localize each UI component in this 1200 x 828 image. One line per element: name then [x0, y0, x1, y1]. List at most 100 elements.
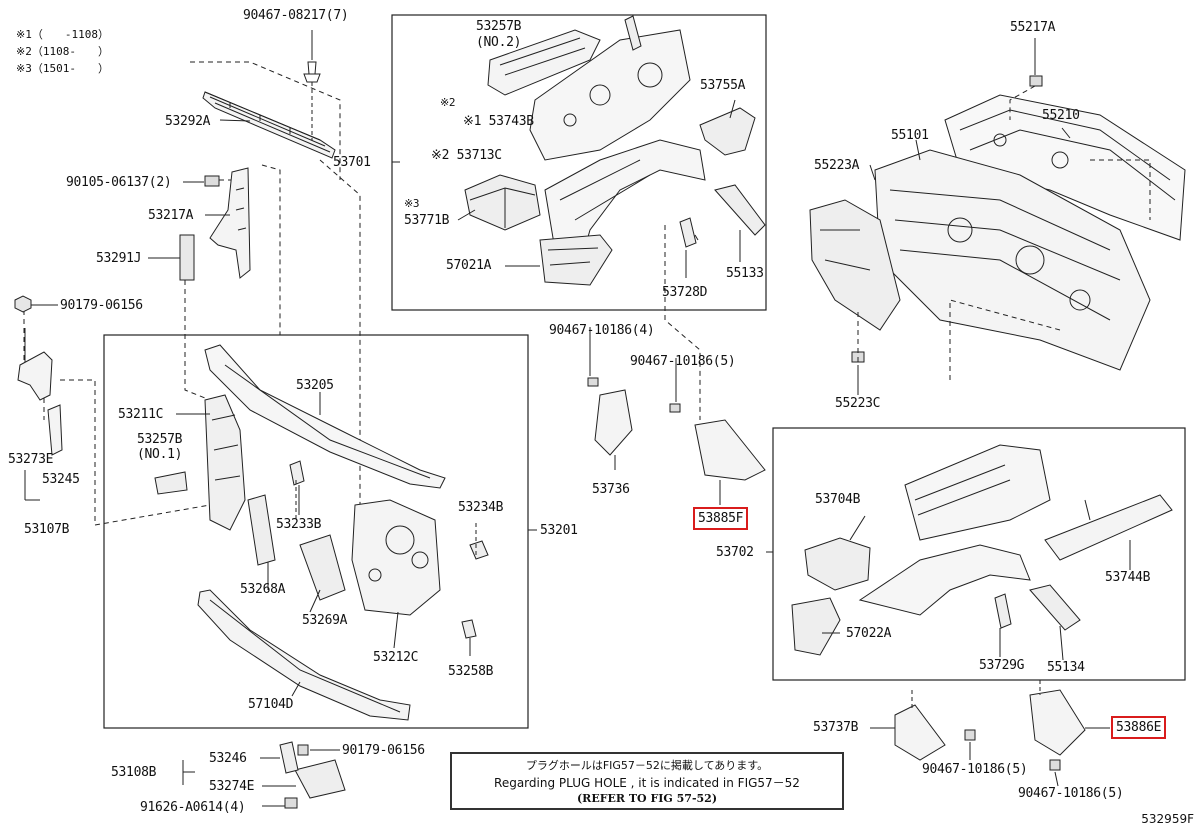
part-53771B-drawing — [464, 174, 541, 231]
part-53292A-drawing — [202, 91, 336, 159]
note-3: ※3（1501- ） — [16, 62, 109, 75]
label-55223A[interactable]: 55223A — [814, 158, 860, 173]
label-53729G[interactable]: 53729G — [979, 658, 1025, 673]
label-53257B-no2[interactable]: 53257B — [476, 19, 522, 34]
bracket-53257B-no1-drawing — [154, 471, 188, 495]
bracket-53274E-drawing — [294, 759, 346, 799]
note-2: ※2（1108- ） — [16, 45, 109, 58]
label-53268A[interactable]: 53268A — [240, 582, 286, 597]
label-53274E[interactable]: 53274E — [209, 779, 255, 794]
part-53702-apron-drawing — [858, 544, 1031, 616]
label-53885F-highlighted[interactable]: 53885F — [692, 507, 749, 530]
label-55223C[interactable]: 55223C — [835, 396, 881, 411]
label-53743B[interactable]: ※1 53743B — [463, 114, 534, 129]
label-91626-A0614[interactable]: 91626-A0614(4) — [140, 800, 246, 815]
label-53257B-no1[interactable]: 53257B — [137, 432, 183, 447]
bolt-90179-06156-a-drawing — [14, 295, 58, 313]
label-53269A[interactable]: 53269A — [302, 613, 348, 628]
label-53108B[interactable]: 53108B — [111, 765, 157, 780]
label-53273E[interactable]: 53273E — [8, 452, 54, 467]
label-57104D[interactable]: 57104D — [248, 697, 294, 712]
plug-note-japanese: プラグホールはFIG57－52に掲載してあります。 — [525, 759, 769, 772]
label-53201[interactable]: 53201 — [540, 523, 578, 538]
label-55210[interactable]: 55210 — [1042, 108, 1080, 123]
label-53217A[interactable]: 53217A — [148, 208, 194, 223]
label-53702[interactable]: 53702 — [716, 545, 754, 560]
part-53704B-drawing — [804, 537, 871, 591]
part-53258B-drawing — [461, 619, 477, 639]
label-53234B[interactable]: 53234B — [458, 500, 504, 515]
label-90467-10186-5c[interactable]: 90467-10186(5) — [1018, 786, 1124, 801]
part-53886E-drawing — [1029, 689, 1086, 756]
label-90467-10186-5b[interactable]: 90467-10186(5) — [922, 762, 1028, 777]
label-55134[interactable]: 55134 — [1047, 660, 1085, 675]
label-ref-3: ※3 — [404, 197, 420, 210]
label-53713C[interactable]: ※2 53713C — [431, 148, 502, 163]
part-55101-drawing — [874, 149, 1151, 371]
part-55133-drawing — [714, 184, 766, 262]
label-55133[interactable]: 55133 — [726, 266, 764, 281]
label-53205[interactable]: 53205 — [296, 378, 334, 393]
part-53702-upper-drawing — [904, 444, 1051, 541]
part-53736-drawing — [594, 389, 633, 470]
box-53702 — [772, 427, 1186, 681]
label-53755A[interactable]: 53755A — [700, 78, 746, 93]
label-53736[interactable]: 53736 — [592, 482, 630, 497]
part-53245-drawing — [47, 404, 63, 456]
part-53744B-drawing — [1044, 494, 1173, 561]
clip-90467-08217-drawing — [303, 30, 321, 140]
label-53258B[interactable]: 53258B — [448, 664, 494, 679]
plug-note-reference[interactable]: (REFER TO FIG 57-52) — [576, 792, 718, 805]
plug-note-english: Regarding PLUG HOLE , it is indicated in… — [494, 776, 800, 790]
clip-55217A-drawing — [1029, 75, 1043, 87]
part-53246-drawing — [279, 741, 299, 774]
label-53737B[interactable]: 53737B — [813, 720, 859, 735]
label-53233B[interactable]: 53233B — [276, 517, 322, 532]
label-53211C[interactable]: 53211C — [118, 407, 164, 422]
label-53245[interactable]: 53245 — [42, 472, 80, 487]
plug-hole-note: プラグホールはFIG57－52に掲載してあります。 Regarding PLUG… — [450, 752, 844, 810]
label-53246[interactable]: 53246 — [209, 751, 247, 766]
label-53257B-no1-sub: (NO.1) — [137, 447, 183, 462]
label-53292A[interactable]: 53292A — [165, 114, 211, 129]
label-ref-2: ※2 — [440, 96, 456, 109]
label-90467-08217[interactable]: 90467-08217(7) — [243, 8, 349, 23]
part-53737B-drawing — [894, 704, 946, 761]
part-53713C-drawing — [529, 15, 691, 161]
label-90467-10186-5a[interactable]: 90467-10186(5) — [630, 354, 736, 369]
label-53212C[interactable]: 53212C — [373, 650, 419, 665]
label-53257B-no2-sub: (NO.2) — [476, 35, 522, 50]
label-53728D[interactable]: 53728D — [662, 285, 708, 300]
part-57104D-drawing — [197, 589, 411, 721]
box-53201 — [103, 334, 529, 729]
part-53729G-drawing — [994, 593, 1012, 629]
label-57021A[interactable]: 57021A — [446, 258, 492, 273]
label-53704B[interactable]: 53704B — [815, 492, 861, 507]
part-53728D-drawing — [679, 217, 697, 278]
part-57022A-drawing — [791, 597, 841, 656]
label-90105-06137[interactable]: 90105-06137(2) — [66, 175, 172, 190]
label-53771B[interactable]: 53771B — [404, 213, 450, 228]
note-1: ※1（ -1108） — [16, 28, 109, 41]
part-53234B-drawing — [469, 540, 489, 560]
part-53217A-drawing — [209, 167, 251, 279]
label-53744B[interactable]: 53744B — [1105, 570, 1151, 585]
label-57022A[interactable]: 57022A — [846, 626, 892, 641]
part-53233B-drawing — [289, 460, 305, 486]
clip-90105-06137-drawing — [204, 175, 220, 187]
part-53269A-drawing — [299, 534, 346, 601]
part-53212C-drawing — [351, 499, 441, 616]
label-55101[interactable]: 55101 — [891, 128, 929, 143]
label-53107B[interactable]: 53107B — [24, 522, 70, 537]
label-90179-06156-a[interactable]: 90179-06156 — [60, 298, 143, 313]
label-55217A[interactable]: 55217A — [1010, 20, 1056, 35]
applicability-notes: ※1（ -1108） ※2（1108- ） ※3（1501- ） — [16, 26, 109, 77]
label-90179-06156-b[interactable]: 90179-06156 — [342, 743, 425, 758]
label-53701[interactable]: 53701 — [333, 155, 371, 170]
label-53886E-highlighted[interactable]: 53886E — [1110, 716, 1167, 739]
drawing-number: 532959F — [1141, 812, 1194, 826]
label-90467-10186-4[interactable]: 90467-10186(4) — [549, 323, 655, 338]
label-53291J[interactable]: 53291J — [96, 251, 142, 266]
part-57021A-drawing — [539, 234, 613, 286]
